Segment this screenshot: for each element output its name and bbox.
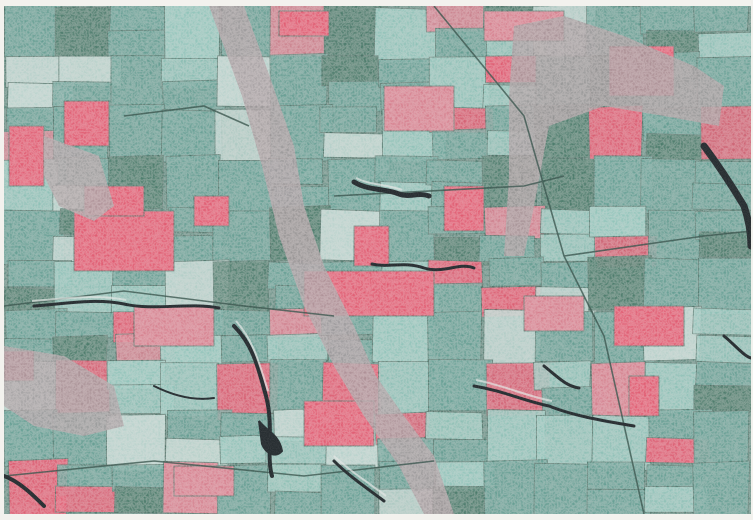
settlement-speckle <box>4 6 751 514</box>
aerial-photo-canvas <box>4 6 751 514</box>
eroded-edges <box>31 177 553 497</box>
grain-overlay <box>4 6 751 514</box>
ravines-and-water <box>4 142 751 508</box>
aerial-photo <box>4 6 751 514</box>
